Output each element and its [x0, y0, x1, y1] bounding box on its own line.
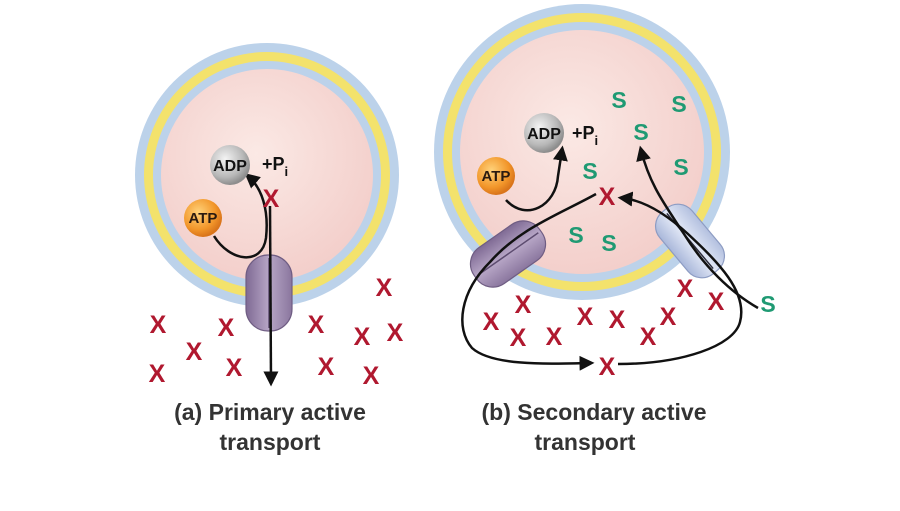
- solute-x: X: [510, 324, 527, 352]
- solute-x: X: [660, 303, 677, 331]
- x-return-arrow: [617, 191, 743, 366]
- cytoplasm: [460, 30, 704, 274]
- caption-a-line2: transport: [220, 429, 321, 455]
- solute-x: X: [308, 311, 325, 339]
- phosphate-label: +Pi: [572, 123, 598, 148]
- caption-b-line1: (b) Secondary active: [482, 399, 707, 425]
- solute-x: X: [318, 353, 335, 381]
- phosphate-label: +Pi: [262, 154, 288, 179]
- solute-x: X: [609, 306, 626, 334]
- solute-x: X: [677, 275, 694, 303]
- solute-x: X: [354, 323, 371, 351]
- adp-molecule: ADP: [524, 113, 564, 153]
- solute-x: X: [149, 360, 166, 388]
- solute-x: X: [387, 319, 404, 347]
- cell-b: [434, 4, 730, 300]
- pump-protein: [245, 254, 293, 332]
- solute-s: S: [633, 119, 648, 145]
- solute-x: X: [599, 353, 616, 381]
- solute-s: S: [760, 291, 775, 317]
- atp-hydrolysis-arrow: [505, 145, 568, 212]
- solute-s: S: [611, 87, 626, 113]
- solute-s: S: [582, 158, 597, 184]
- adp-molecule: ADP: [210, 145, 250, 185]
- solute-x: X: [515, 291, 532, 319]
- solute-s: S: [568, 222, 583, 248]
- solute-x: X: [263, 185, 280, 213]
- solute-x: X: [363, 362, 380, 390]
- s-cotransport-arrow: [636, 145, 759, 310]
- solute-x: X: [546, 323, 563, 351]
- solute-x: X: [708, 288, 725, 316]
- solute-x: X: [150, 311, 167, 339]
- panel-b-secondary-active-transport: ADP +Pi ATP X X X X X X X X X X X X S S …: [434, 4, 776, 455]
- solute-s: S: [671, 91, 686, 117]
- panel-a-primary-active-transport: ADP +Pi ATP X X X X X X X X X X X X (a) …: [135, 43, 404, 455]
- caption-a-line1: (a) Primary active: [174, 399, 366, 425]
- x-pump-out-arrow: [461, 192, 597, 371]
- adp-label: ADP: [213, 158, 247, 175]
- adp-label: ADP: [527, 126, 561, 143]
- solute-x: X: [226, 354, 243, 382]
- solute-x: X: [218, 314, 235, 342]
- atp-molecule: ATP: [184, 199, 222, 237]
- pump-protein: [469, 220, 547, 288]
- solute-s: S: [601, 230, 616, 256]
- cytoplasm: [161, 69, 373, 281]
- solute-x: X: [376, 274, 393, 302]
- solute-x: X: [577, 303, 594, 331]
- x-transport-arrow: [263, 205, 279, 387]
- solute-x: X: [483, 308, 500, 336]
- atp-label: ATP: [189, 210, 218, 227]
- solute-x: X: [186, 338, 203, 366]
- caption-b-line2: transport: [535, 429, 636, 455]
- solute-s: S: [673, 154, 688, 180]
- atp-hydrolysis-arrow: [212, 173, 268, 259]
- atp-label: ATP: [482, 168, 511, 185]
- solute-x: X: [640, 323, 657, 351]
- atp-molecule: ATP: [477, 157, 515, 195]
- solute-x: X: [599, 183, 616, 211]
